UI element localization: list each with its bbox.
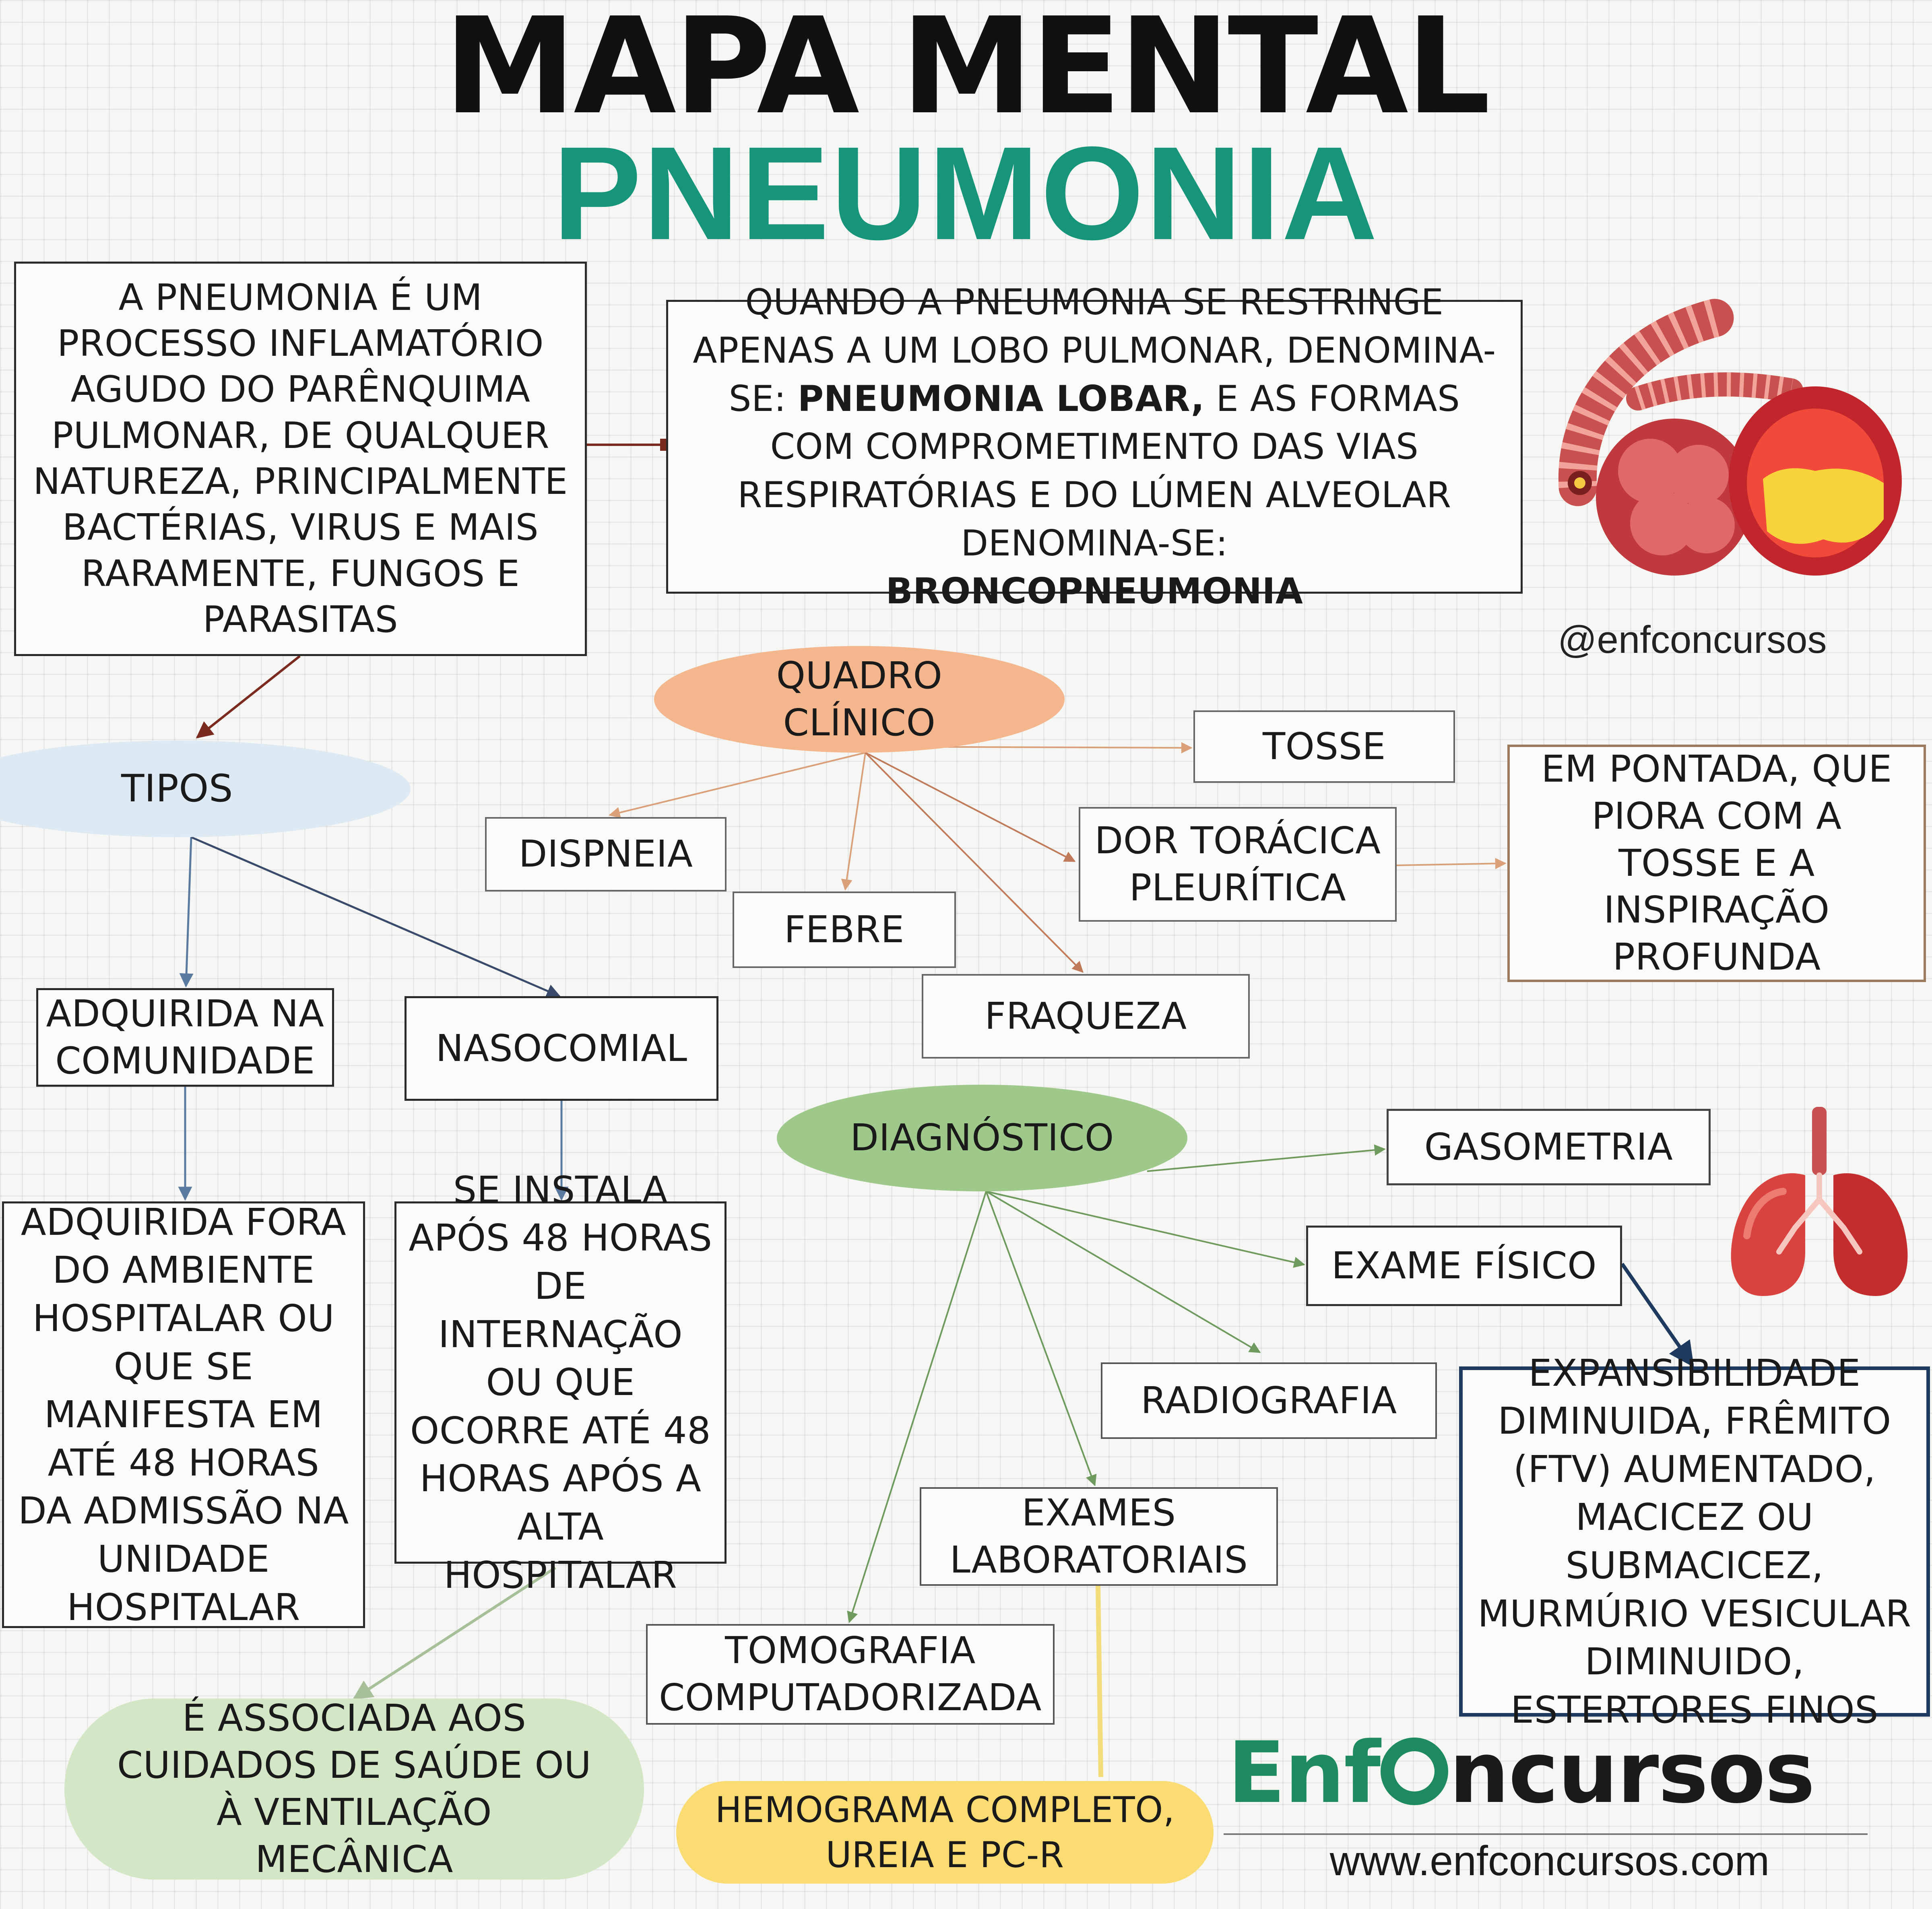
link-diagnostico-to-radiografia <box>985 1191 1261 1353</box>
comunidade-detail-box: ADQUIRIDA FORA DO AMBIENTE HOSPITALAR OU… <box>2 1200 365 1629</box>
exame-fisico-box: EXAME FÍSICO <box>1306 1226 1622 1306</box>
lobar-note-content: QUANDO A PNEUMONIA SE RESTRINGE APENAS A… <box>692 278 1496 615</box>
link-diagnostico-to-gasometria <box>1147 1144 1386 1172</box>
trachea <box>1812 1107 1827 1175</box>
quadro-clinico-node: QUADRO CLÍNICO <box>654 646 1065 753</box>
laboratoriais-label: EXAMES LABORATORIAIS <box>949 1491 1248 1581</box>
exame-fisico-label: EXAME FÍSICO <box>1331 1244 1597 1287</box>
tosse-label: TOSSE <box>1262 724 1386 768</box>
lobar-note-term1: PNEUMONIA LOBAR, <box>797 378 1205 419</box>
bronchiole-rings <box>1634 372 1794 410</box>
lobar-note-box: QUANDO A PNEUMONIA SE RESTRINGE APENAS A… <box>666 281 1523 612</box>
alveolus-healthy-cluster-1 <box>1618 439 1682 503</box>
brand-divider <box>1224 1833 1868 1835</box>
nasocomial-box: NASOCOMIAL <box>405 996 718 1101</box>
gasometria-box: GASOMETRIA <box>1387 1109 1711 1185</box>
brand-logo-globe-icon <box>1381 1738 1449 1805</box>
definition-text: A PNEUMONIA É UM PROCESSO INFLAMATÓRIO A… <box>33 276 568 641</box>
dor-detail-text: EM PONTADA, QUE PIORA COM A TOSSE E A IN… <box>1541 747 1892 979</box>
associated-care-text: É ASSOCIADA AOS CUIDADOS DE SAÚDE OU À V… <box>117 1696 592 1881</box>
dispneia-box: DISPNEIA <box>485 817 727 892</box>
tipos-node: TIPOS <box>0 741 411 837</box>
diagnostico-node: DIAGNÓSTICO <box>777 1085 1187 1191</box>
nasocomial-detail-box: SE INSTALA APÓS 48 HORAS DE INTERNAÇÃO O… <box>394 1168 727 1597</box>
dor-detail-box: EM PONTADA, QUE PIORA COM A TOSSE E A IN… <box>1507 745 1926 982</box>
link-quadro-to-dor <box>865 752 1076 862</box>
quadro-clinico-label: QUADRO CLÍNICO <box>776 654 943 744</box>
tipos-label: TIPOS <box>121 767 233 811</box>
link-exame-fisico-to-detail <box>1620 1263 1694 1368</box>
radiografia-label: RADIOGRAFIA <box>1141 1379 1397 1422</box>
link-dor-to-detail <box>1396 858 1507 869</box>
comunidade-detail: ADQUIRIDA FORA DO AMBIENTE HOSPITALAR OU… <box>18 1200 349 1629</box>
diagnostico-label: DIAGNÓSTICO <box>850 1116 1114 1160</box>
brand-website[interactable]: www.enfconcursos.com <box>1329 1838 1770 1884</box>
title-pneumonia: PNEUMONIA <box>553 119 1379 267</box>
link-tipos-to-nasocomial <box>191 836 561 998</box>
lobar-note-term2: BRONCOPNEUMONIA <box>886 570 1303 612</box>
link-laboratoriais-to-detail <box>1096 1585 1103 1777</box>
brand-logo-part1: Enf <box>1228 1723 1381 1822</box>
nasocomial-label: NASOCOMIAL <box>436 1026 687 1070</box>
febre-box: FEBRE <box>733 892 956 968</box>
bronchial-tree <box>1776 1172 1862 1255</box>
link-quadro-to-fraqueza <box>865 752 1084 973</box>
fraqueza-label: FRAQUEZA <box>985 994 1187 1038</box>
link-diagnostico-to-laboratoriais <box>985 1191 1097 1486</box>
brand-logo: EnfCncursos <box>1228 1731 1872 1815</box>
fraqueza-box: FRAQUEZA <box>922 974 1250 1059</box>
tosse-box: TOSSE <box>1193 710 1455 783</box>
nasocomial-detail: SE INSTALA APÓS 48 HORAS DE INTERNAÇÃO O… <box>409 1168 712 1597</box>
link-diagnostico-to-tomografia <box>847 1191 987 1623</box>
definition-box: A PNEUMONIA É UM PROCESSO INFLAMATÓRIO A… <box>14 262 587 656</box>
lobar-note-part2: E AS FORMAS COM COMPROMETIMENTO DAS VIAS… <box>737 378 1460 564</box>
laboratoriais-detail-text: HEMOGRAMA COMPLETO, UREIA E PC-R <box>715 1789 1175 1876</box>
comunidade-box: ADQUIRIDA NA COMUNIDADE <box>36 988 334 1087</box>
exame-fisico-detail-text: EXPANSIBILIDADE DIMINUIDA, FRÊMITO (FTV)… <box>1478 1351 1911 1732</box>
brand-logo-part2: ncursos <box>1449 1723 1815 1822</box>
airway-opening-core <box>1574 477 1585 489</box>
alveolus-exudate <box>1763 468 1884 544</box>
link-diagnostico-to-exame-fisico <box>986 1191 1305 1268</box>
gasometria-label: GASOMETRIA <box>1424 1125 1673 1168</box>
tomografia-label: TOMOGRAFIA COMPUTADORIZADA <box>659 1629 1042 1719</box>
laboratoriais-detail-node: HEMOGRAMA COMPLETO, UREIA E PC-R <box>676 1781 1214 1884</box>
alveolus-healthy-cluster-3 <box>1630 491 1695 555</box>
left-lung-highlight <box>1743 1188 1787 1239</box>
lungs-illustration <box>1731 1107 1908 1296</box>
lobar-note-part1: QUANDO A PNEUMONIA SE RESTRINGE APENAS A… <box>693 281 1496 419</box>
associated-care-node: É ASSOCIADA AOS CUIDADOS DE SAÚDE OU À V… <box>64 1696 644 1881</box>
link-nasocomial-to-associated <box>352 1566 556 1700</box>
alveolus-healthy-cluster-4 <box>1678 497 1735 553</box>
social-handle: @enfconcursos <box>1558 618 1827 661</box>
link-tipos-to-comunidade <box>179 837 194 988</box>
title-mapa-mental: MAPA MENTAL <box>444 0 1491 144</box>
link-definition-to-tipos <box>196 655 301 739</box>
tomografia-box: TOMOGRAFIA COMPUTADORIZADA <box>646 1624 1055 1725</box>
bronchi-alveoli-illustration <box>1558 299 1902 576</box>
alveolus-healthy-cluster-2 <box>1668 445 1729 505</box>
dor-toracica-label: DOR TORÁCICA PLEURÍTICA <box>1094 819 1381 909</box>
febre-label: FEBRE <box>784 908 904 951</box>
exame-fisico-detail-box: EXPANSIBILIDADE DIMINUIDA, FRÊMITO (FTV)… <box>1459 1352 1930 1732</box>
dor-toracica-box: DOR TORÁCICA PLEURÍTICA <box>1079 807 1397 922</box>
link-quadro-to-dispneia <box>609 752 866 818</box>
radiografia-box: RADIOGRAFIA <box>1101 1362 1437 1439</box>
bronchus-rings <box>1558 299 1720 488</box>
laboratoriais-box: EXAMES LABORATORIAIS <box>920 1487 1278 1586</box>
left-lung <box>1731 1173 1805 1296</box>
dispneia-label: DISPNEIA <box>518 832 693 876</box>
right-lung <box>1833 1173 1908 1296</box>
link-quadro-to-febre <box>841 752 866 891</box>
comunidade-label: ADQUIRIDA NA COMUNIDADE <box>46 992 324 1082</box>
